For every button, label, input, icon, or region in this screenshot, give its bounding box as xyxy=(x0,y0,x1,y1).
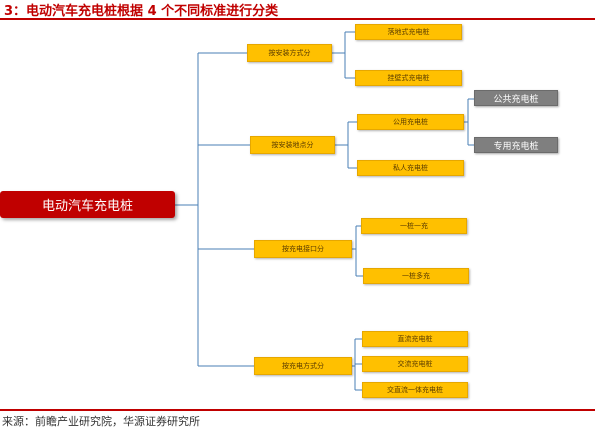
connector-root-spine xyxy=(175,53,199,366)
connector-cat1-children xyxy=(332,31,355,79)
category-label: 按安装地点分 xyxy=(271,141,314,149)
category-label: 按充电接口分 xyxy=(282,245,324,253)
leaf-label: 公用充电桩 xyxy=(393,118,428,126)
leaf-label: 一桩一充 xyxy=(400,222,428,230)
connector-cat3-children xyxy=(352,225,363,277)
leaf-dedicated-charging: 专用充电桩 xyxy=(474,137,558,153)
root-node: 电动汽车充电桩 xyxy=(0,191,175,218)
leaf-ac-dc-integrated: 交直流一体充电桩 xyxy=(362,382,468,398)
source-note: 来源：前瞻产业研究院，华源证券研究所 xyxy=(2,415,200,428)
category-charging-interface: 按充电接口分 xyxy=(254,240,352,258)
leaf-private: 私人充电桩 xyxy=(357,160,464,176)
category-label: 按安装方式分 xyxy=(268,49,311,57)
title-rule xyxy=(0,18,595,20)
connector-cat4-children xyxy=(352,338,362,391)
figure-title: 3：电动汽车充电桩根据 4 个不同标准进行分类 xyxy=(4,4,279,19)
bottom-rule xyxy=(0,409,595,411)
leaf-label: 公共充电桩 xyxy=(493,94,539,105)
leaf-one-pile-multi-charge: 一桩多充 xyxy=(363,268,469,284)
leaf-wall-mounted: 挂壁式充电桩 xyxy=(355,70,462,86)
connector-public-children xyxy=(464,98,474,146)
category-installation-site: 按安装地点分 xyxy=(250,136,335,154)
leaf-label: 交流充电桩 xyxy=(397,360,433,368)
leaf-label: 一桩多充 xyxy=(402,272,430,280)
leaf-public-charging: 公共充电桩 xyxy=(474,90,558,106)
title-bar: 3：电动汽车充电桩根据 4 个不同标准进行分类 xyxy=(0,0,595,20)
leaf-label: 交直流一体充电桩 xyxy=(387,386,443,394)
leaf-label: 挂壁式充电桩 xyxy=(387,74,430,82)
category-charging-method: 按充电方式分 xyxy=(254,357,352,375)
leaf-dc-charging: 直流充电桩 xyxy=(362,331,468,347)
leaf-one-pile-one-charge: 一桩一充 xyxy=(361,218,467,234)
connector-cat2-children xyxy=(335,121,357,169)
leaf-floor-standing: 落地式充电桩 xyxy=(355,24,462,40)
leaf-label: 专用充电桩 xyxy=(493,141,539,152)
category-installation-method: 按安装方式分 xyxy=(247,44,332,62)
leaf-label: 私人充电桩 xyxy=(393,164,428,172)
leaf-label: 直流充电桩 xyxy=(397,335,433,343)
category-label: 按充电方式分 xyxy=(282,362,324,370)
leaf-label: 落地式充电桩 xyxy=(387,28,430,36)
leaf-ac-charging: 交流充电桩 xyxy=(362,356,468,372)
root-label: 电动汽车充电桩 xyxy=(41,199,133,214)
leaf-public-use: 公用充电桩 xyxy=(357,114,464,130)
